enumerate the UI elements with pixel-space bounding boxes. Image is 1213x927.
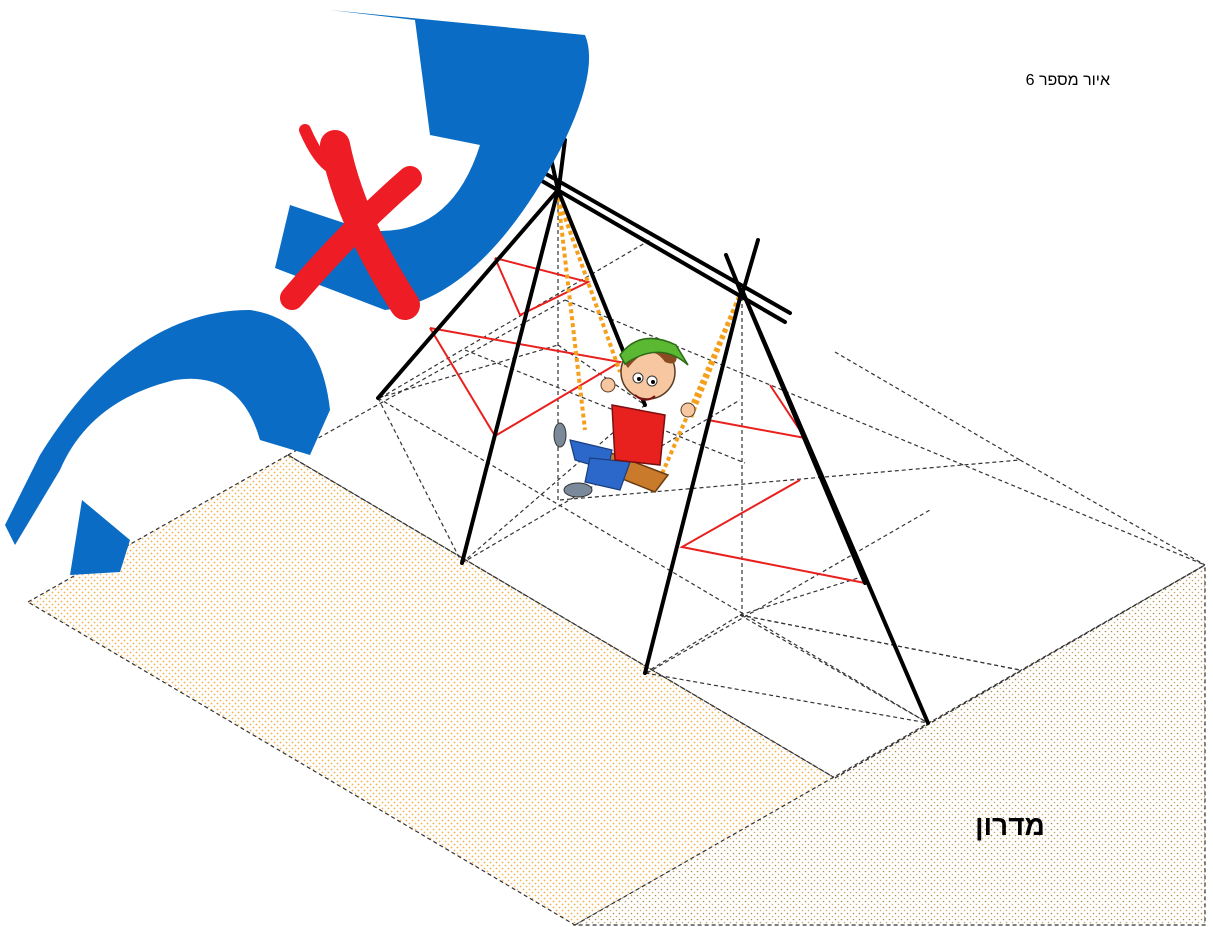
child-on-swing: [553, 337, 696, 498]
slope-label: מדרון: [975, 810, 1045, 841]
x-mark-icon: [280, 124, 422, 320]
swing-ropes: [556, 197, 744, 491]
swing-frame: [376, 138, 930, 725]
figure-caption: איור מספר 6: [1025, 72, 1110, 89]
